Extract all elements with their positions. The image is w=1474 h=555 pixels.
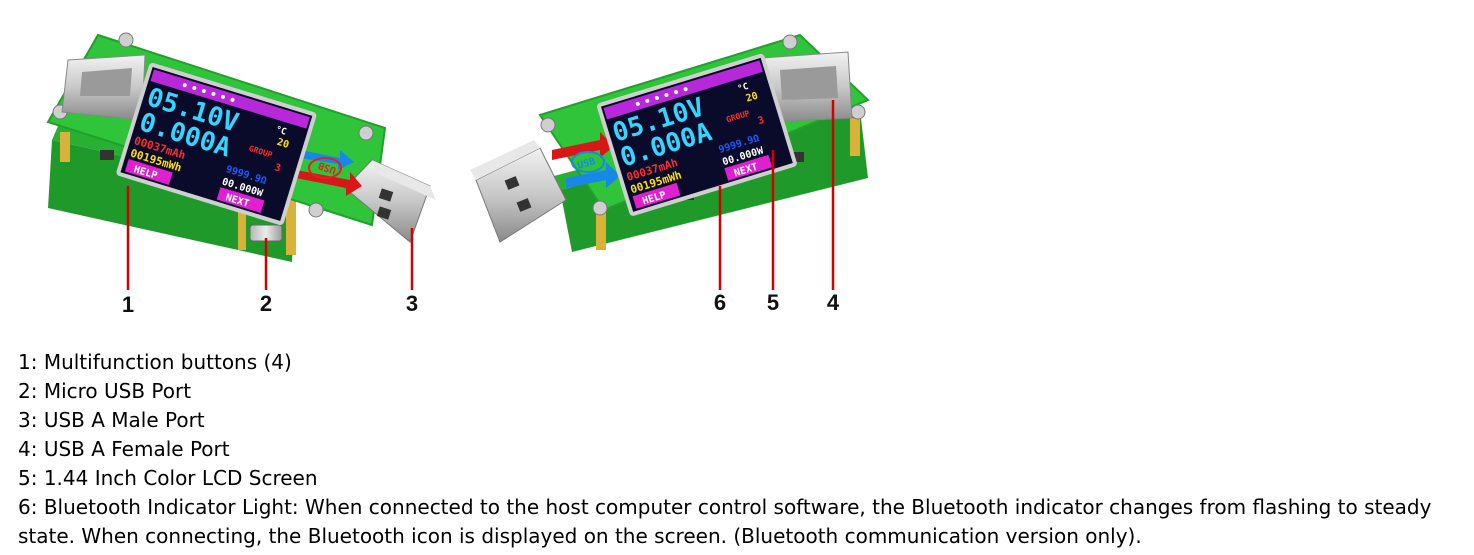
leader-lines (126, 100, 835, 290)
callout-5: 5 (767, 290, 779, 315)
legend-item-2: 2: Micro USB Port (18, 379, 192, 403)
left-next-button (216, 187, 265, 213)
left-temp-unit: °C (274, 125, 287, 138)
usb-tester-diagram: USB 05.10V 0.000A 00037mAh 00195mWh °C 2… (46, 32, 870, 317)
left-help-button (124, 159, 173, 185)
right-help-button (632, 182, 681, 209)
left-usb-logo: USB (296, 150, 362, 196)
legend: 1: Multifunction buttons (4) 2: Micro US… (18, 348, 1468, 551)
right-usb-logo-text: USB (576, 156, 596, 172)
left-bottom-pcb (48, 140, 295, 262)
right-temp-unit: °C (737, 82, 750, 95)
legend-item-6: 6: Bluetooth Indicator Light: When conne… (18, 495, 1432, 548)
right-usb-male-port (470, 140, 567, 243)
right-group-num: 3 (757, 115, 766, 127)
left-usb-male-port (344, 159, 436, 243)
left-lcd-screen: 05.10V 0.000A 00037mAh 00195mWh °C 20 GR… (116, 62, 317, 226)
right-usb-logo: USB (552, 132, 620, 188)
legend-item-3: 3: USB A Male Port (18, 408, 205, 432)
right-next-button (724, 154, 773, 181)
legend-item-1: 1: Multifunction buttons (4) (18, 350, 292, 374)
right-temp-value: 20 (745, 91, 760, 105)
callout-3: 3 (406, 291, 418, 316)
callout-6: 6 (714, 290, 726, 315)
left-group-num: 3 (273, 162, 282, 174)
right-lcd-screen: 05.10V 0.000A 00037mAh 00195mWh °C 20 GR… (596, 53, 797, 216)
right-device: USB 05.10V 0.000A 00037mAh 00195mWh °C 2… (470, 33, 870, 252)
callout-1: 1 (122, 292, 134, 317)
callout-4: 4 (827, 290, 840, 315)
left-temp-value: 20 (276, 137, 291, 151)
legend-item-4: 4: USB A Female Port (18, 437, 230, 461)
legend-item-5: 5: 1.44 Inch Color LCD Screen (18, 466, 318, 490)
callout-2: 2 (260, 291, 272, 316)
left-device: USB 05.10V 0.000A 00037mAh 00195mWh °C 2… (46, 32, 436, 262)
